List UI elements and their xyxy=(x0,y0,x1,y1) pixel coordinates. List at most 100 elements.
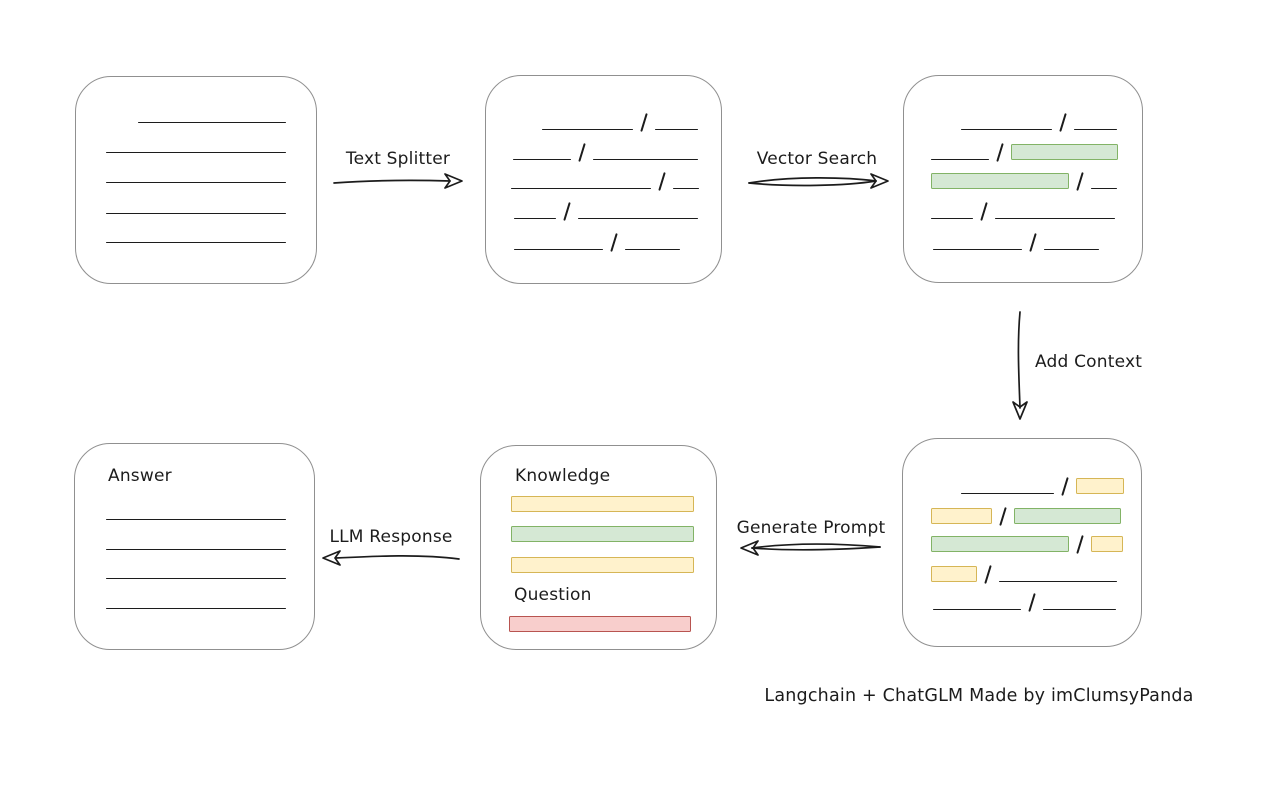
text-line xyxy=(106,182,286,183)
text-line xyxy=(106,608,286,609)
chunk-row xyxy=(514,201,698,221)
text-splitter-arrow xyxy=(333,173,463,189)
text-line xyxy=(1043,609,1116,610)
red-highlight-bar xyxy=(509,616,691,632)
slash-stroke xyxy=(999,507,1007,526)
vector-search-arrow xyxy=(748,173,889,189)
chunk-row xyxy=(106,196,286,214)
chunk-row xyxy=(511,555,694,573)
green-highlight-bar xyxy=(1011,144,1118,160)
green-highlight-bar xyxy=(511,526,694,542)
slash-separator xyxy=(658,171,666,191)
slash-separator xyxy=(578,142,586,162)
slash-stroke xyxy=(1061,477,1069,496)
answer-label: Answer xyxy=(108,466,172,486)
text-line xyxy=(655,129,698,130)
chunk-row xyxy=(931,171,1117,191)
prompt-box: Knowledge Question xyxy=(480,445,717,650)
text-line xyxy=(138,122,286,123)
add-context-arrow-label: Add Context xyxy=(1035,352,1143,372)
chunk-row xyxy=(106,561,286,579)
chunk-row xyxy=(106,165,286,183)
yellow-highlight-bar xyxy=(1091,536,1123,552)
slash-separator xyxy=(1059,112,1067,132)
slash-separator xyxy=(999,506,1007,526)
slash-separator xyxy=(980,201,988,221)
slash-stroke xyxy=(563,202,571,221)
chunk-row xyxy=(931,142,1118,162)
generate-prompt-arrow xyxy=(740,540,881,556)
chunk-row xyxy=(106,502,286,520)
text-line xyxy=(578,218,698,219)
chunk-row xyxy=(514,232,680,252)
chunk-row xyxy=(513,142,698,162)
question-label: Question xyxy=(514,585,592,605)
matched-chunks-box xyxy=(903,75,1143,283)
text-line xyxy=(1091,188,1117,189)
yellow-highlight-bar xyxy=(1076,478,1124,494)
text-line xyxy=(1074,129,1117,130)
slash-separator xyxy=(1076,534,1084,554)
split-chunks-box xyxy=(485,75,722,284)
yellow-highlight-bar xyxy=(511,496,694,512)
chunk-row xyxy=(509,614,691,632)
slash-stroke xyxy=(1076,535,1084,554)
green-highlight-bar xyxy=(1014,508,1121,524)
chunk-row xyxy=(511,524,694,542)
slash-stroke xyxy=(996,143,1004,162)
slash-separator xyxy=(563,201,571,221)
text-line xyxy=(931,159,989,160)
text-line xyxy=(931,218,973,219)
chunk-row xyxy=(511,171,699,191)
text-line xyxy=(961,129,1052,130)
text-line xyxy=(514,218,556,219)
slash-separator xyxy=(1076,171,1084,191)
chunk-row xyxy=(542,112,698,132)
chunk-row xyxy=(961,476,1124,496)
text-line xyxy=(999,581,1117,582)
add-context-arrow xyxy=(1012,311,1028,420)
slash-stroke xyxy=(1028,593,1036,612)
slash-stroke xyxy=(980,202,988,221)
chunk-row xyxy=(931,564,1117,584)
text-line xyxy=(995,218,1115,219)
chunk-row xyxy=(106,591,286,609)
text-line xyxy=(106,242,286,243)
chunk-row xyxy=(106,225,286,243)
chunk-row xyxy=(931,506,1121,526)
chunk-row xyxy=(931,201,1115,221)
llm-response-arrow-label: LLM Response xyxy=(329,527,453,547)
slash-stroke xyxy=(578,143,586,162)
source-document-box xyxy=(75,76,317,284)
green-highlight-bar xyxy=(931,173,1069,189)
text-line xyxy=(106,152,286,153)
text-line xyxy=(593,159,698,160)
slash-separator xyxy=(996,142,1004,162)
text-line xyxy=(106,549,286,550)
text-line xyxy=(673,188,699,189)
answer-box: Answer xyxy=(74,443,315,650)
knowledge-label: Knowledge xyxy=(515,466,611,486)
context-chunks-box xyxy=(902,438,1142,647)
text-line xyxy=(106,578,286,579)
slash-separator xyxy=(1061,476,1069,496)
text-splitter-arrow-label: Text Splitter xyxy=(345,149,451,169)
text-line xyxy=(514,249,603,250)
text-line xyxy=(1044,249,1099,250)
slash-separator xyxy=(640,112,648,132)
generate-prompt-arrow-label: Generate Prompt xyxy=(736,518,886,538)
chunk-row xyxy=(511,494,694,512)
slash-stroke xyxy=(658,172,666,191)
slash-stroke xyxy=(1029,233,1037,252)
slash-separator xyxy=(1028,592,1036,612)
text-line xyxy=(106,213,286,214)
chunk-row xyxy=(106,532,286,550)
chunk-row xyxy=(933,592,1116,612)
slash-stroke xyxy=(1076,172,1084,191)
chunk-row xyxy=(961,112,1117,132)
llm-response-arrow xyxy=(322,550,460,566)
text-line xyxy=(513,159,571,160)
slash-stroke xyxy=(984,565,992,584)
slash-separator xyxy=(984,564,992,584)
